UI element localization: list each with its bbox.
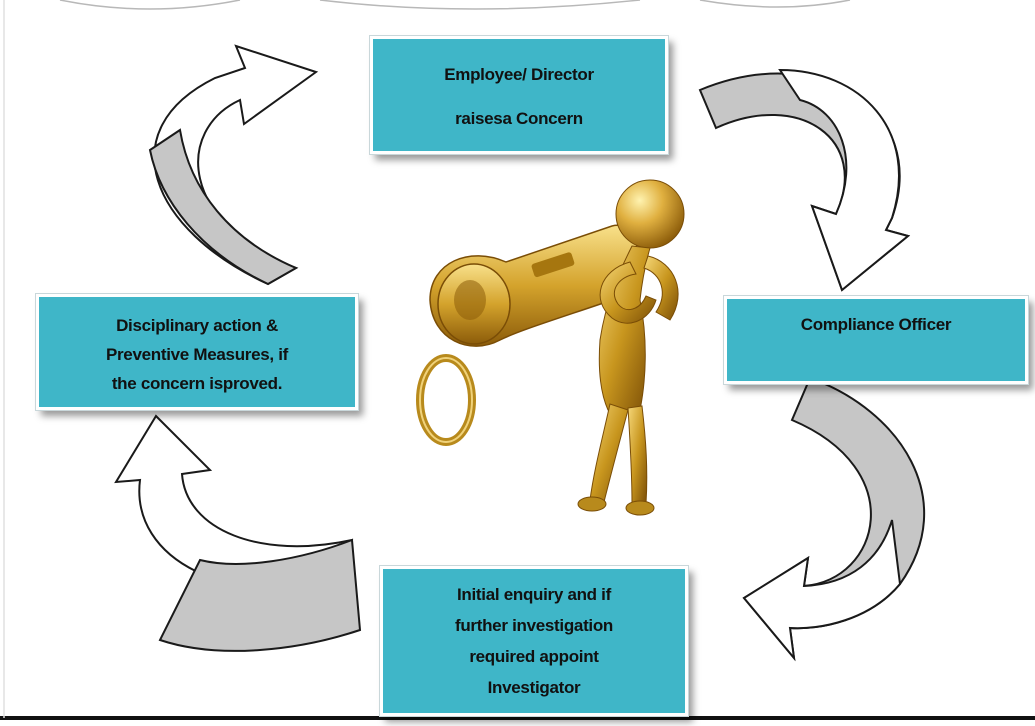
step-text-line: Initial enquiry and if (457, 585, 611, 604)
curved-arrow-top-to-right (698, 68, 911, 292)
gold-figure-with-whistle-icon (416, 179, 685, 516)
step-text-line: raisesa Concern (455, 109, 583, 128)
curved-arrow-bottom-to-left (114, 414, 362, 652)
step-concern-raised: Employee/ Director raisesa Concern (370, 36, 668, 154)
step-text-line: Investigator (487, 678, 581, 697)
curved-arrow-right-to-bottom (742, 376, 926, 662)
step-disciplinary-action: Disciplinary action & Preventive Measure… (36, 294, 358, 410)
step-initial-enquiry: Initial enquiry and if further investiga… (380, 566, 688, 716)
step-text-line: Compliance Officer (800, 315, 952, 334)
step-text-line: Disciplinary action & (116, 316, 278, 335)
step-text-line: further investigation (454, 616, 614, 635)
step-compliance-officer: Compliance Officer (724, 296, 1028, 384)
step-text-line: required appoint (469, 647, 599, 666)
step-text-line: the concern isproved. (111, 374, 283, 393)
step-text-line: Preventive Measures, if (105, 345, 289, 364)
step-text-line: Employee/ Director (444, 65, 594, 84)
curved-arrow-left-to-top (148, 44, 319, 286)
